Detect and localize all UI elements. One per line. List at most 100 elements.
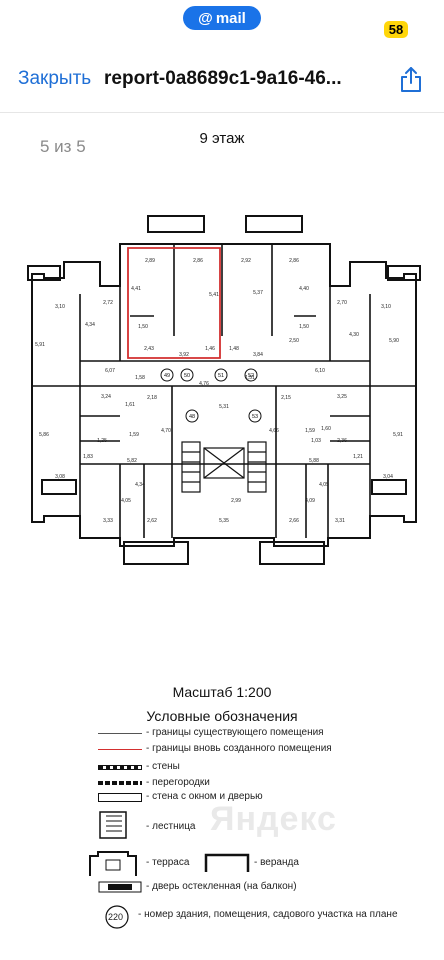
staircase-icon bbox=[99, 811, 127, 839]
room-number-icon bbox=[105, 905, 129, 929]
dim-label: 4,05 bbox=[121, 498, 131, 504]
legend-label: - дверь остекленная (на балкон) bbox=[146, 881, 297, 892]
dim-label: 3,92 bbox=[179, 352, 189, 358]
dim-label: 3,33 bbox=[103, 518, 113, 524]
legend-item-existing-boundary: - границы существующего помещения bbox=[0, 726, 444, 746]
dim-label: 2,36 bbox=[337, 438, 347, 444]
dim-label: 1,60 bbox=[321, 426, 331, 432]
dim-label: 3,04 bbox=[383, 474, 393, 480]
dim-label: 4,05 bbox=[319, 482, 329, 488]
wall-icon bbox=[98, 765, 142, 770]
dim-label: 2,62 bbox=[147, 518, 157, 524]
dim-label: 2,99 bbox=[231, 498, 241, 504]
dim-label: 2,15 bbox=[281, 395, 291, 401]
dim-label: 5,37 bbox=[253, 290, 263, 296]
floor-plan[interactable]: 49 50 51 52 48 53 2,89 2,86 2,92 2,86 4,… bbox=[24, 186, 424, 576]
dim-label: 2,18 bbox=[147, 395, 157, 401]
close-button[interactable]: Закрыть bbox=[18, 68, 92, 89]
dim-label: 3,10 bbox=[55, 304, 65, 310]
dim-label: 2,50 bbox=[289, 338, 299, 344]
legend-label: - веранда bbox=[254, 857, 299, 868]
dim-label: 5,91 bbox=[35, 342, 45, 348]
room-number-53: 53 bbox=[252, 414, 258, 420]
dim-label: 4,30 bbox=[349, 332, 359, 338]
dim-label: 1,46 bbox=[205, 346, 215, 352]
share-button[interactable] bbox=[398, 65, 424, 93]
dim-label: 2,70 bbox=[337, 300, 347, 306]
dim-label: 4,41 bbox=[131, 286, 141, 292]
partition-icon bbox=[98, 781, 142, 785]
dim-label: 1,83 bbox=[83, 454, 93, 460]
legend-label: - номер здания, помещения, садового учас… bbox=[138, 909, 398, 920]
dim-label: 1,50 bbox=[138, 324, 148, 330]
legend-item-wall-window: - стена с окном и дверью bbox=[0, 790, 444, 810]
legend-label: - стена с окном и дверью bbox=[146, 791, 263, 802]
legend-item-stairs: - лестница bbox=[0, 811, 444, 840]
dim-label: 1,21 bbox=[353, 454, 363, 460]
dim-label: 1,61 bbox=[125, 402, 135, 408]
dim-label: 5,41 bbox=[209, 292, 219, 298]
dim-label: 1,58 bbox=[135, 375, 145, 381]
mail-label: mail bbox=[215, 9, 246, 27]
dim-label: 3,25 bbox=[337, 394, 347, 400]
dim-label: 4,70 bbox=[161, 428, 171, 434]
new-room-boundary bbox=[127, 247, 221, 359]
dim-label: 3,84 bbox=[253, 352, 263, 358]
dim-label: 1,48 bbox=[229, 346, 239, 352]
thin-line-icon bbox=[98, 733, 142, 734]
dim-label: 5,88 bbox=[309, 458, 319, 464]
dim-label: 1,59 bbox=[129, 432, 139, 438]
dim-label: 3,31 bbox=[335, 518, 345, 524]
dim-label: 2,86 bbox=[193, 258, 203, 264]
glazed-door-icon bbox=[98, 881, 142, 893]
red-line-icon bbox=[98, 749, 142, 750]
share-icon bbox=[401, 67, 421, 92]
dim-label: 6,07 bbox=[105, 368, 115, 374]
balcony-left bbox=[27, 265, 61, 281]
room-number-51: 51 bbox=[218, 373, 224, 379]
at-icon: @ bbox=[198, 9, 213, 27]
dim-label: 3,24 bbox=[101, 394, 111, 400]
dim-label: 3,10 bbox=[381, 304, 391, 310]
legend-item-terrace: - терраса bbox=[0, 851, 444, 876]
page-counter: 5 из 5 bbox=[40, 137, 86, 156]
nav-divider bbox=[0, 112, 444, 113]
legend-label: - терраса bbox=[146, 857, 190, 868]
balcony-top-left bbox=[147, 215, 205, 233]
mail-app-pill[interactable]: @ mail bbox=[183, 6, 261, 30]
dim-label: 1,59 bbox=[305, 428, 315, 434]
room-number-48: 48 bbox=[189, 414, 195, 420]
nav-bar: Закрыть report-0a8689c1-9a16-46... bbox=[0, 52, 444, 108]
dim-label: 4,34 bbox=[135, 482, 145, 488]
dim-label: 2,43 bbox=[144, 346, 154, 352]
legend-label: - лестница bbox=[146, 821, 196, 832]
dim-label: 4,76 bbox=[199, 381, 209, 387]
dim-label: 4,34 bbox=[85, 322, 95, 328]
room-number-52: 52 bbox=[248, 373, 254, 379]
balcony-top-right bbox=[245, 215, 303, 233]
legend-label: - перегородки bbox=[146, 777, 210, 788]
dim-label: 2,89 bbox=[145, 258, 155, 264]
dim-label: 4,66 bbox=[269, 428, 279, 434]
legend-item-veranda: - веранда bbox=[0, 853, 444, 876]
window-wall-icon bbox=[98, 793, 142, 802]
dim-label: 6,10 bbox=[315, 368, 325, 374]
watermark: Яндекс bbox=[210, 800, 337, 838]
status-bar: @ mail 58 bbox=[0, 0, 444, 44]
legend-label: - границы вновь созданного помещения bbox=[146, 743, 332, 754]
dim-label: 5,31 bbox=[219, 404, 229, 410]
legend-label: - стены bbox=[146, 761, 180, 772]
document-title: report-0a8689c1-9a16-46... bbox=[104, 68, 342, 89]
dim-label: 4,09 bbox=[305, 498, 315, 504]
veranda-icon bbox=[204, 853, 250, 872]
room-number-49: 49 bbox=[164, 373, 170, 379]
dim-label: 5,86 bbox=[39, 432, 49, 438]
legend-title: Условные обозначения bbox=[146, 708, 298, 724]
dim-label: 3,08 bbox=[55, 474, 65, 480]
legend-item-glazed-door: - дверь остекленная (на балкон) bbox=[0, 880, 444, 900]
dim-label: 5,35 bbox=[219, 518, 229, 524]
dim-label: 1,51 bbox=[245, 375, 255, 381]
dim-label: 1,50 bbox=[299, 324, 309, 330]
legend-item-number: 220 - номер здания, помещения, садового … bbox=[0, 905, 444, 929]
scale-label: Масштаб 1:200 bbox=[172, 684, 272, 700]
